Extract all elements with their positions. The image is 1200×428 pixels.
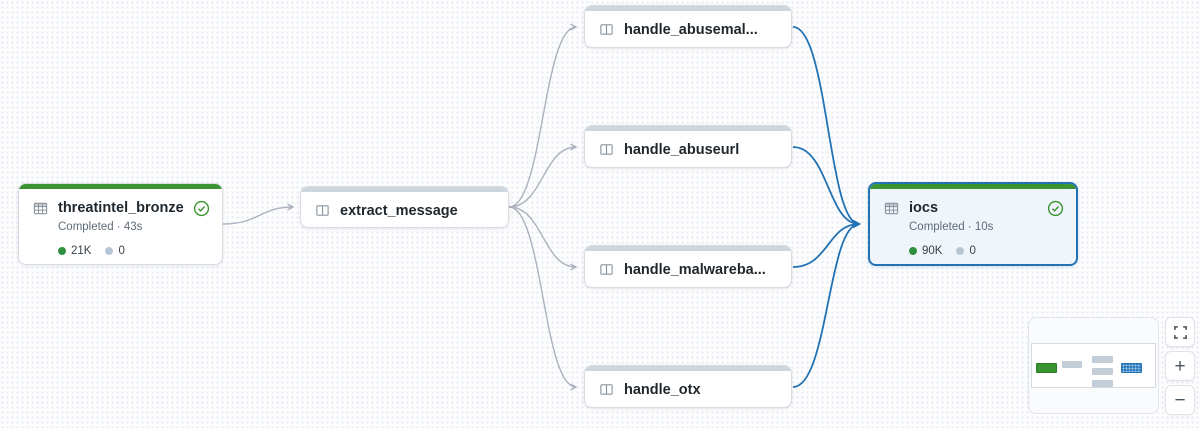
node-status-strip bbox=[585, 6, 791, 11]
node-status-strip bbox=[585, 366, 791, 371]
node-title: handle_otx bbox=[624, 381, 701, 398]
edge-extract_message-handle_abuseurl bbox=[508, 147, 576, 208]
edge-extract_message-handle_malwarebazaar bbox=[508, 206, 576, 267]
view-icon bbox=[599, 382, 614, 397]
edge-extract_message-handle_otx bbox=[508, 206, 576, 387]
dropped-rows-count: 0 bbox=[118, 245, 125, 257]
view-icon bbox=[599, 142, 614, 157]
node-threatintel_bronze[interactable]: threatintel_bronze Completed · 43s 21K 0 bbox=[18, 183, 223, 265]
dropped-rows-count: 0 bbox=[969, 245, 976, 257]
node-handle_otx[interactable]: handle_otx bbox=[584, 365, 792, 408]
edge-handle_otx-iocs bbox=[792, 220, 861, 388]
minimap[interactable] bbox=[1028, 317, 1159, 414]
view-icon bbox=[599, 22, 614, 37]
written-rows-dot bbox=[58, 247, 66, 255]
written-rows-count: 21K bbox=[71, 245, 92, 257]
zoom-out-button[interactable]: − bbox=[1165, 385, 1195, 415]
dropped-rows-dot bbox=[105, 247, 114, 255]
node-metrics: 21K 0 bbox=[19, 245, 222, 257]
edge-handle_malwarebazaar-iocs bbox=[792, 220, 861, 268]
node-status: Completed · 43s bbox=[58, 221, 143, 233]
node-title: handle_malwareba... bbox=[624, 261, 766, 278]
edge-handle_abusemalware-iocs bbox=[792, 26, 861, 228]
node-status-strip bbox=[19, 184, 222, 189]
node-status-strip bbox=[585, 246, 791, 251]
table-icon bbox=[33, 201, 48, 216]
node-status: Completed · 10s bbox=[909, 221, 994, 233]
edge-threatintel_bronze-extract_message bbox=[222, 207, 293, 225]
minimap-node bbox=[1036, 363, 1057, 373]
node-status-strip bbox=[585, 126, 791, 131]
view-icon bbox=[315, 203, 330, 218]
minimap-node bbox=[1092, 356, 1113, 363]
node-title: handle_abuseurl bbox=[624, 141, 740, 158]
node-extract_message[interactable]: extract_message bbox=[300, 186, 509, 228]
node-title: iocs bbox=[909, 200, 939, 216]
node-title: extract_message bbox=[340, 202, 458, 219]
node-status-strip bbox=[301, 187, 508, 192]
fit-view-button[interactable] bbox=[1165, 317, 1195, 347]
dropped-rows-dot bbox=[956, 247, 965, 255]
table-icon bbox=[884, 201, 899, 216]
node-handle_abuseurl[interactable]: handle_abuseurl bbox=[584, 125, 792, 168]
node-handle_malwarebazaar[interactable]: handle_malwareba... bbox=[584, 245, 792, 288]
node-iocs[interactable]: iocs Completed · 10s 90K 0 bbox=[868, 182, 1078, 266]
minimap-node bbox=[1092, 368, 1113, 375]
view-icon bbox=[599, 262, 614, 277]
node-status-strip bbox=[870, 184, 1076, 189]
written-rows-dot bbox=[909, 247, 917, 255]
written-rows-count: 90K bbox=[922, 245, 943, 257]
edge-handle_abuseurl-iocs bbox=[792, 146, 861, 228]
node-title: threatintel_bronze bbox=[58, 200, 184, 216]
node-handle_abusemalware[interactable]: handle_abusemal... bbox=[584, 5, 792, 48]
node-metrics: 90K 0 bbox=[870, 245, 1076, 257]
check-circle-icon bbox=[193, 200, 210, 217]
node-title: handle_abusemal... bbox=[624, 21, 758, 38]
edge-extract_message-handle_abusemalware bbox=[508, 27, 576, 208]
fullscreen-icon bbox=[1173, 325, 1188, 340]
minimap-node bbox=[1092, 380, 1113, 387]
minimap-node bbox=[1062, 361, 1082, 368]
minimap-node-selected bbox=[1121, 363, 1142, 373]
check-circle-icon bbox=[1047, 200, 1064, 217]
zoom-in-button[interactable]: + bbox=[1165, 351, 1195, 381]
